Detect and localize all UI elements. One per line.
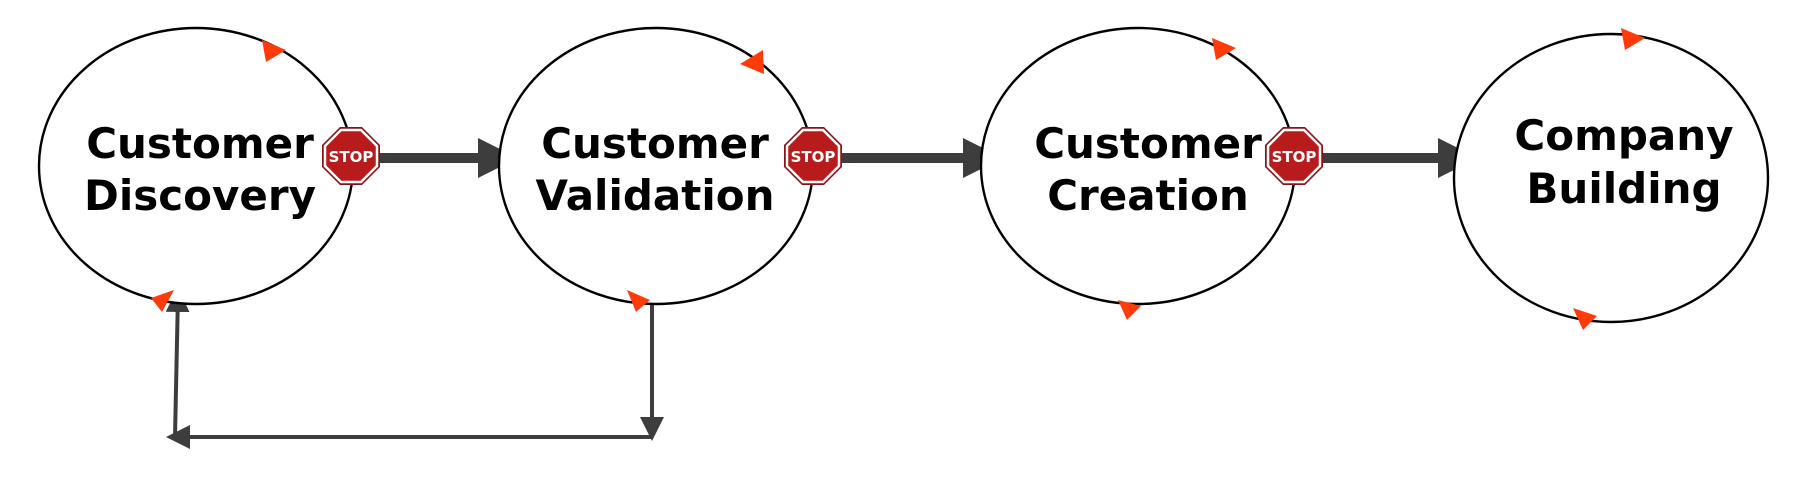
stage-label-customer-validation-line2: Validation — [536, 171, 775, 220]
cycle-direction-markers — [151, 28, 1645, 330]
cycle-direction-marker — [262, 40, 286, 62]
stop-sign-label: STOP — [1272, 148, 1317, 166]
cycle-direction-marker — [1212, 38, 1236, 60]
feedback-loop — [165, 288, 664, 449]
stop-sign-icon: STOP — [784, 127, 842, 185]
cycle-direction-marker — [1118, 300, 1141, 320]
stop-sign-icon: STOP — [1265, 127, 1323, 185]
stage-label-customer-discovery-line2: Discovery — [84, 171, 316, 220]
stage-label-company-building-line2: Building — [1526, 164, 1721, 213]
feedback-loop-up — [165, 288, 190, 438]
stage-label-customer-validation-line1: Customer — [541, 119, 769, 168]
stage-label-customer-discovery-line1: Customer — [86, 119, 314, 168]
stop-sign-icon: STOP — [322, 127, 380, 185]
cycle-direction-marker — [1573, 308, 1597, 330]
stop-sign-label: STOP — [329, 148, 374, 166]
cycle-direction-marker — [627, 290, 650, 312]
stage-circle-company-building — [1452, 32, 1770, 324]
cycle-direction-marker — [151, 290, 174, 312]
cycle-direction-marker — [740, 50, 764, 74]
cycle-direction-marker — [1621, 28, 1645, 50]
stage-label-customer-creation-line2: Creation — [1047, 171, 1249, 220]
stage-label-company-building-line1: Company — [1514, 111, 1733, 160]
stop-sign-label: STOP — [791, 148, 836, 166]
stage-label-customer-creation-line1: Customer — [1034, 119, 1262, 168]
